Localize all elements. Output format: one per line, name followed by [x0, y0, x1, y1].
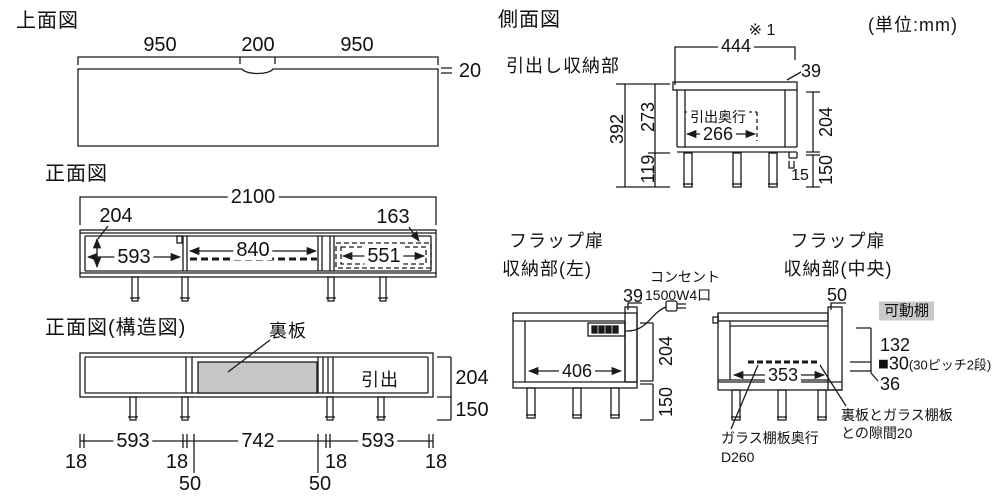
- front-center-width: 840: [233, 240, 273, 260]
- shelf-pitch-value: ■30: [878, 353, 909, 374]
- top-thickness: 20: [458, 60, 482, 82]
- drawer-label: 引出: [361, 370, 399, 390]
- side-top-thickness: 39: [800, 61, 822, 81]
- top-dim-center: 200: [241, 34, 275, 56]
- inset-dim-right: 50: [308, 473, 332, 495]
- top-dim-left: 950: [143, 34, 177, 56]
- edge-dim-1: 18: [64, 451, 88, 473]
- flap-left-inner-height: 204: [656, 335, 676, 367]
- edge-dim-3: 18: [324, 451, 348, 473]
- flap-left-title-1: フラップ扉: [509, 231, 604, 251]
- flap-center-inner-width: 353: [764, 366, 802, 384]
- shelf-pitch-label: ■30(30ピッチ2段): [878, 355, 991, 374]
- top-view-drawing: [77, 56, 452, 147]
- back-panel-label: 裏板: [269, 321, 307, 341]
- unit-note: (単位:mm): [868, 15, 958, 35]
- outlet-label-1: コンセント: [650, 269, 720, 285]
- span-right: 593: [358, 431, 398, 451]
- structure-view-title: 正面図(構造図): [45, 317, 187, 339]
- flap-center-title-2: 収納部(中央): [783, 259, 893, 279]
- front-overall-width: 2100: [227, 187, 279, 207]
- inset-dim-left: 50: [178, 473, 202, 495]
- flap-left-title-2: 収納部(左): [502, 259, 592, 279]
- shelf-dim-lower: 36: [880, 374, 901, 394]
- outlet-label-2: 1500W4口: [645, 287, 712, 303]
- glass-shelf-depth-label: ガラス棚板奥行: [721, 430, 819, 446]
- flap-left-drawing: [512, 300, 686, 421]
- side-leg-zone: 119: [638, 154, 658, 184]
- structure-inner-height: 204: [455, 367, 489, 389]
- side-view-title: 側面図: [498, 9, 561, 31]
- flap-center-title-1: フラップ扉: [790, 231, 886, 251]
- flap-left-leg-height: 150: [656, 386, 676, 418]
- shelf-pitch-note: (30ピッチ2段): [908, 357, 992, 373]
- side-view-subtitle: 引出し収納部: [506, 56, 620, 76]
- drawer-depth-value: 266: [699, 125, 737, 143]
- structure-view-drawing: [79, 339, 452, 473]
- structure-leg-height: 150: [455, 399, 489, 421]
- front-left-width: 593: [114, 247, 154, 267]
- ref-mark: ※ 1: [748, 22, 776, 39]
- span-center: 742: [238, 431, 278, 451]
- side-total-height: 392: [607, 113, 627, 145]
- flap-left-door-thickness: 39: [622, 286, 644, 306]
- flap-center-drawing: [712, 302, 879, 430]
- movable-shelf-tag: 可動棚: [879, 301, 935, 321]
- flap-left-inner-width: 406: [558, 362, 596, 380]
- side-depth: 444: [717, 37, 755, 55]
- side-upper-height: 273: [638, 101, 658, 133]
- span-left: 593: [113, 431, 153, 451]
- top-dim-right: 950: [340, 34, 374, 56]
- side-leg-height: 150: [816, 154, 836, 186]
- gap-note-2: との隙間20: [841, 425, 913, 441]
- drawer-depth-label: 引出奥行: [687, 110, 749, 124]
- top-view-title: 上面図: [16, 10, 79, 32]
- front-view-title: 正面図: [45, 163, 108, 185]
- side-inner-height: 204: [816, 106, 836, 138]
- front-drawer-width: 551: [364, 246, 404, 266]
- glass-shelf-depth-value: D260: [721, 449, 755, 465]
- edge-dim-4: 18: [424, 451, 448, 473]
- front-inner-height: 204: [99, 205, 133, 227]
- edge-dim-2: 18: [165, 451, 189, 473]
- shelf-dim-upper: 132: [880, 335, 911, 355]
- gap-note-1: 裏板とガラス棚板: [841, 407, 953, 423]
- flap-center-door-thickness: 50: [826, 285, 848, 305]
- side-bottom-lip: 15: [791, 167, 809, 184]
- front-drawer-offset: 163: [376, 206, 410, 228]
